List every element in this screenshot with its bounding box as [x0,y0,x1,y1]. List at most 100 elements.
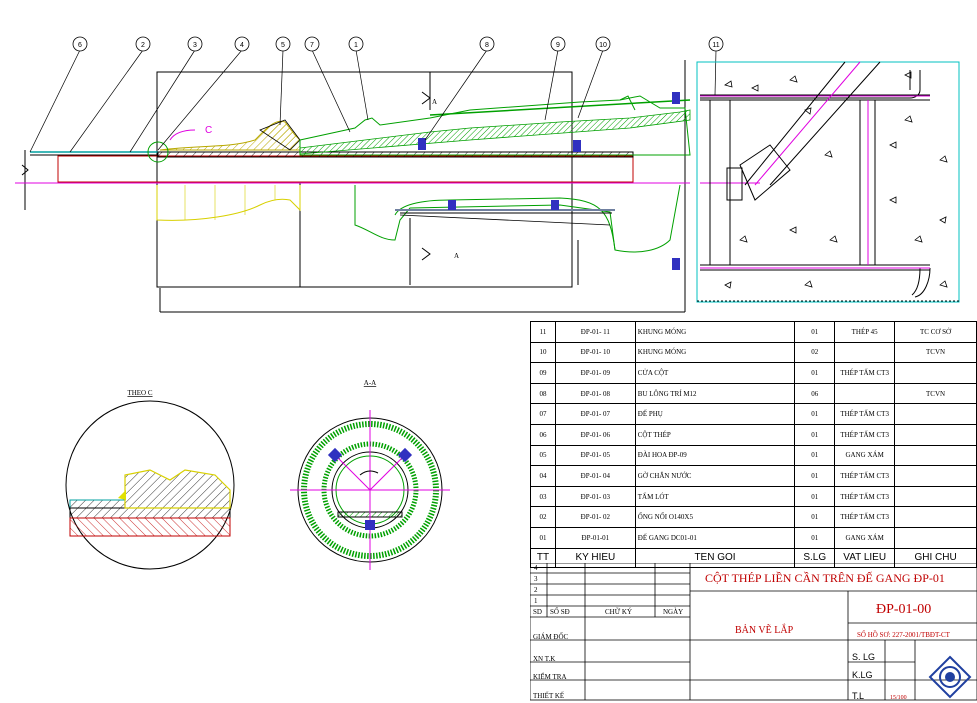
bom-cell-material: THÉP TẤM CT3 [834,362,896,384]
bolt-icon [327,447,413,530]
bom-cell-code: ĐP-01- 07 [554,403,636,425]
bom-cell-qty: 01 [794,444,836,467]
callout-3: 3 [193,42,197,49]
callout-10: 10 [599,42,607,49]
bom-header-note: GHI CHU [894,547,977,568]
bom-cell-material: GANG XÁM [834,444,896,467]
bom-cell-material: THÉP 45 [834,321,896,343]
rev-header-so-sd: SỐ SĐ [550,608,570,616]
bom-cell-note [894,465,977,487]
bom-cell-name: GỜ CHẮN NƯỚC [634,465,796,487]
bom-cell-qty: 01 [794,362,836,384]
bom-cell-qty: 01 [794,465,836,487]
role-xn-tk: XN T.K [533,655,556,663]
role-kiem-tra: KIỂM TRA [533,673,567,681]
bom-cell-note [894,423,977,446]
role-giam-doc: GIÁM ĐỐC [533,633,569,641]
foundation-block [696,61,960,303]
bom-cell-qty: 01 [794,506,836,528]
section-view-title: A-A [364,379,376,387]
company-logo-icon [928,655,972,699]
bom-header-row: TT KY HIEU TEN GOI S.LG VAT LIEU GHI CHU [530,547,977,568]
callout-leaders [29,49,717,153]
bom-cell-tt: 06 [530,423,556,446]
drawing-type: BẢN VẼ LẮP [735,625,794,636]
bom-cell-tt: 02 [530,506,556,528]
section-marker-bottom: A [454,252,459,260]
bom-cell-tt: 01 [530,526,556,549]
callout-9: 9 [556,42,560,49]
bom-cell-code: ĐP-01- 08 [554,382,636,405]
bom-cell-tt: 08 [530,382,556,405]
bom-cell-name: ĐÀI HOA ĐP-09 [634,444,796,467]
bom-cell-code: ĐP-01- 05 [554,444,636,467]
bom-cell-note [894,444,977,467]
callout-6: 6 [78,42,82,49]
callout-4: 4 [240,42,244,49]
rev-row-4: 4 [534,564,538,572]
bolt-icon [418,92,680,270]
bom-cell-material: THÉP TẤM CT3 [834,485,896,508]
bom-cell-note [894,526,977,549]
bom-cell-qty: 01 [794,321,836,343]
bom-cell-qty: 01 [794,423,836,446]
detail-c-label: C [205,125,212,136]
bom-cell-name: KHUNG MÓNG [634,321,796,343]
detail-c-view: THEO C [65,389,235,570]
bom-cell-code: ĐP-01- 04 [554,465,636,487]
bom-cell-material [834,382,896,405]
bom-cell-qty: 01 [794,526,836,549]
bom-cell-tt: 05 [530,444,556,467]
bom-cell-tt: 03 [530,485,556,508]
bom-cell-code: ĐP-01- 06 [554,423,636,446]
tl-label: T.L [852,691,865,701]
rev-row-2: 2 [534,586,538,594]
section-marker-top: A [432,98,437,106]
bom-cell-qty: 06 [794,382,836,405]
bom-header-material: VAT LIEU [834,547,896,568]
bom-cell-code: ĐP-01- 09 [554,362,636,384]
rev-row-3: 3 [534,575,538,583]
bom-cell-tt: 09 [530,362,556,384]
bom-cell-code: ĐP-01- 11 [554,321,636,343]
drawing-code: ĐP-01-00 [876,602,932,617]
bom-cell-material: THÉP TẤM CT3 [834,403,896,425]
rev-header-ngay: NGÀY [663,608,684,616]
main-elevation-view: A A C [15,36,760,313]
bom-cell-name: KHUNG MÓNG [634,341,796,364]
bom-cell-tt: 07 [530,403,556,425]
aggregate-symbols [724,71,948,289]
bom-cell-tt: 11 [530,321,556,343]
callout-2: 2 [141,42,145,49]
file-number: SỐ HỒ SƠ: 227-2001/TBĐT-CT [857,631,950,639]
rev-header-sd: SD [533,608,542,616]
bom-cell-code: ĐP-01- 03 [554,485,636,508]
callout-5: 5 [281,42,285,49]
bom-cell-code: ĐP-01-01 [554,526,636,549]
bom-cell-note: TC CƠ SỞ [894,321,977,343]
bom-header-tt: TT [530,547,556,568]
bom-header-code: KY HIEU [554,547,636,568]
title-block: 4 3 2 1 SD SỐ SĐ CHỮ KÝ NGÀY GIÁM ĐỐC XN… [530,563,977,703]
bom-cell-name: BU LÔNG TRÍ M12 [634,382,796,405]
bom-cell-note [894,506,977,528]
s-lg-label: S. LG [852,652,876,662]
bom-header-name: TEN GOI [634,547,796,568]
bom-cell-tt: 04 [530,465,556,487]
project-title: CỘT THÉP LIỀN CẦN TRÊN ĐẾ GANG ĐP-01 [705,571,945,585]
bom-cell-qty: 01 [794,403,836,425]
bom-cell-code: ĐP-01- 02 [554,506,636,528]
bom-cell-name: TẤM LÓT [634,485,796,508]
bom-cell-qty: 01 [794,485,836,508]
